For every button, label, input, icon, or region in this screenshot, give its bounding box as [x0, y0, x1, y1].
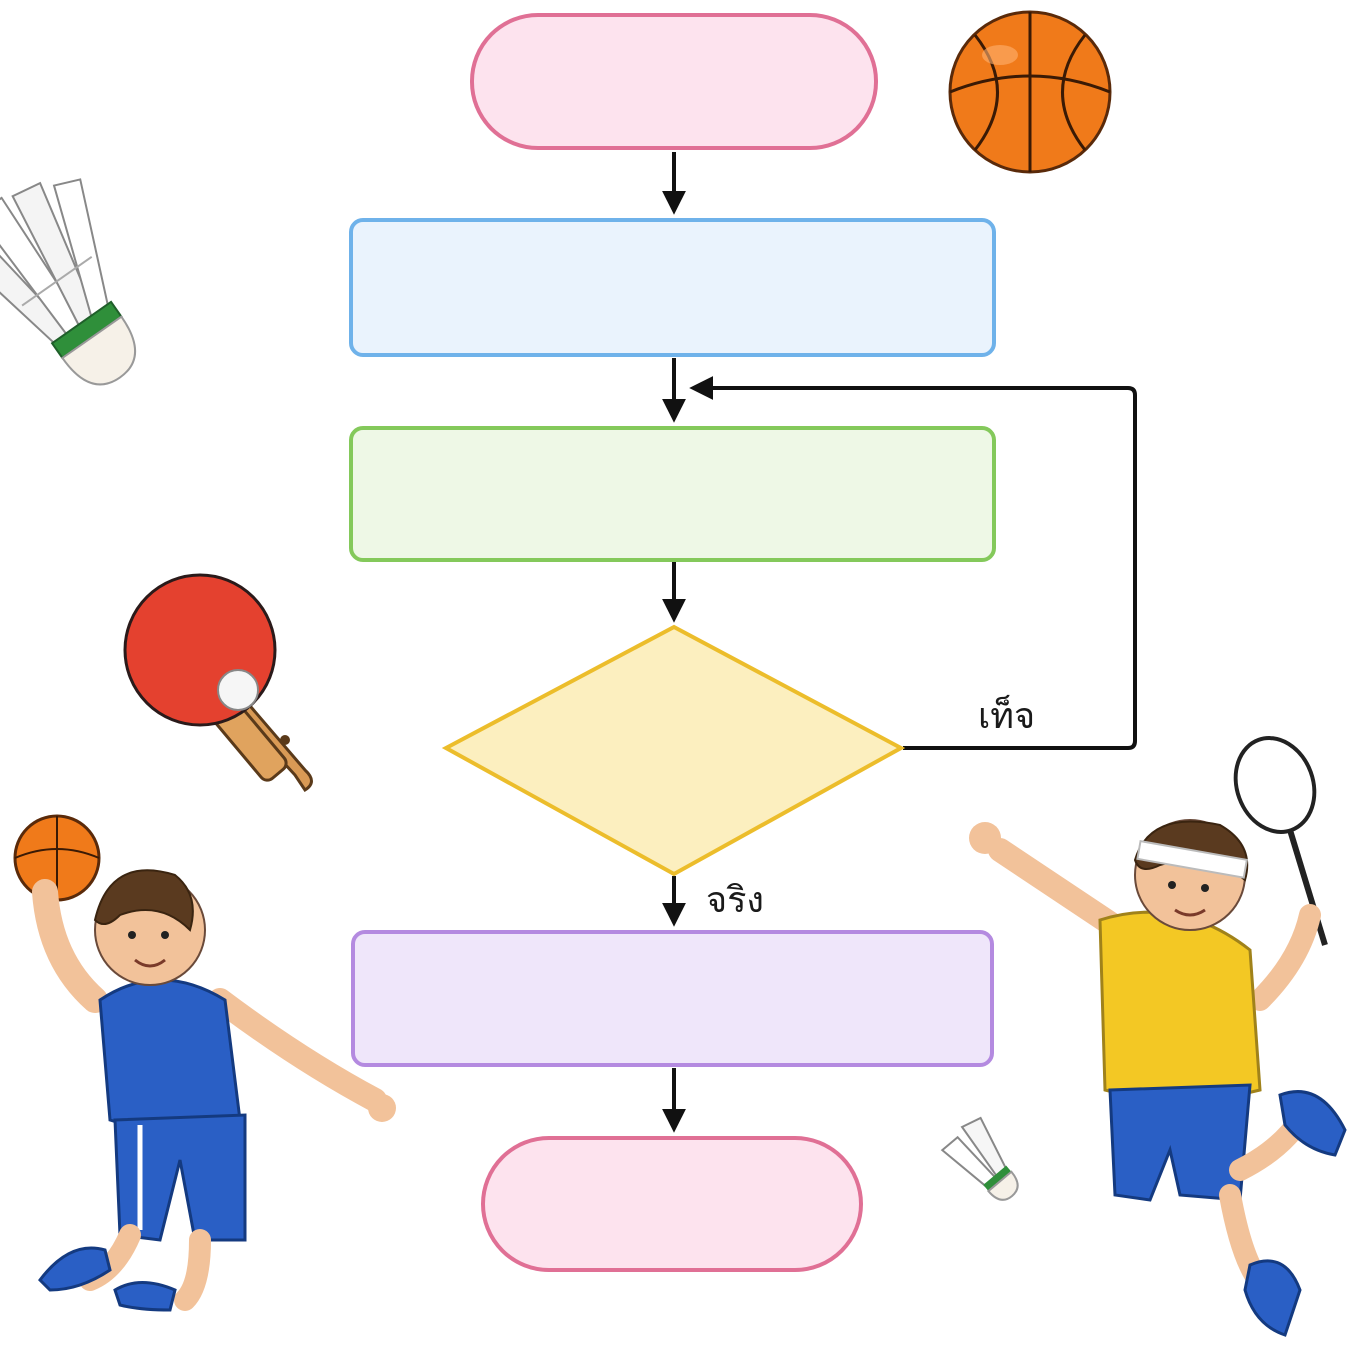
shuttlecock-icon	[0, 178, 136, 386]
node-decision	[441, 624, 906, 877]
small-shuttlecock-icon	[940, 1116, 1019, 1201]
node-process1	[349, 218, 996, 357]
basketball-icon	[948, 10, 1112, 174]
node-start	[470, 13, 878, 150]
badminton-player-illustration	[969, 736, 1347, 1337]
node-process3	[351, 930, 994, 1067]
false-branch-label: เท็จ	[978, 693, 1035, 737]
node-process2	[349, 426, 996, 562]
arrow-decision-false-loop	[689, 376, 1137, 750]
ping-pong-paddle-icon	[123, 573, 313, 793]
true-branch-label: จริง	[706, 880, 764, 921]
flowchart-edges	[662, 152, 1137, 1133]
node-end	[481, 1136, 863, 1272]
basketball-player-illustration	[13, 814, 396, 1312]
